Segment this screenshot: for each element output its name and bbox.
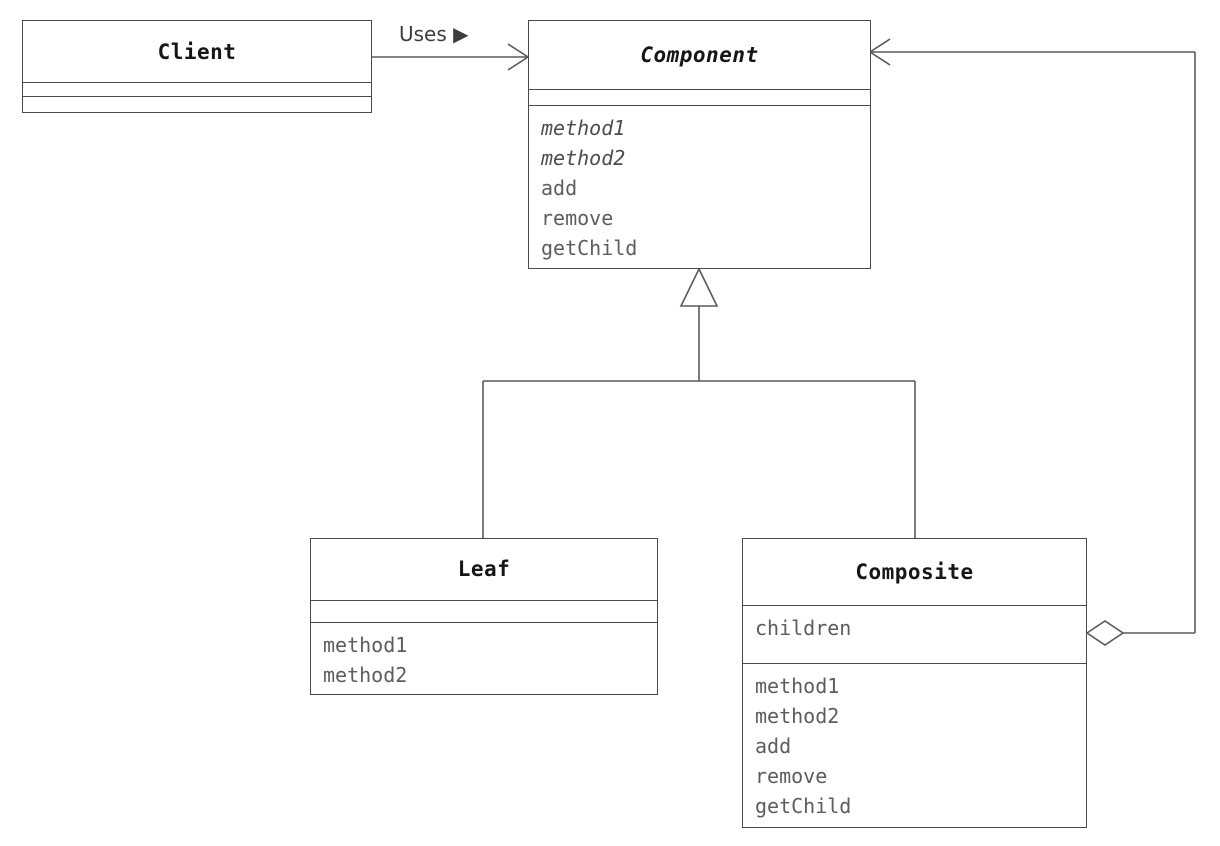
- open-arrowhead-icon: [868, 38, 891, 66]
- class-name-composite: Composite: [855, 560, 974, 584]
- composite-operations-compartment: method1 method2 add remove getChild: [743, 663, 1086, 827]
- composite-attributes-compartment: children: [743, 605, 1086, 663]
- class-box-component[interactable]: Component method1 method2 add remove get…: [528, 20, 871, 269]
- hollow-diamond-icon: [1085, 620, 1125, 646]
- operation-item: remove: [541, 206, 614, 230]
- edge-label-uses: Uses ▶: [399, 22, 469, 46]
- leaf-operations-compartment: method1 method2: [311, 622, 657, 694]
- hollow-triangle-icon: [679, 267, 719, 307]
- class-name-leaf: Leaf: [457, 557, 511, 582]
- edge-generalization-tree[interactable]: [482, 267, 916, 539]
- class-box-composite[interactable]: Composite children method1 method2 add r…: [742, 538, 1087, 828]
- class-name-client: Client: [157, 39, 237, 64]
- component-operations-compartment: method1 method2 add remove getChild: [529, 105, 870, 268]
- leaf-title-compartment: Leaf: [311, 539, 657, 600]
- open-arrowhead-icon: [507, 43, 530, 71]
- operation-item: getChild: [755, 794, 852, 818]
- operation-item: method1: [755, 674, 840, 698]
- composite-title-compartment: Composite: [743, 539, 1086, 605]
- edge-client-uses-component[interactable]: [372, 43, 530, 71]
- class-box-client[interactable]: Client: [22, 20, 372, 113]
- operation-item: add: [541, 176, 578, 200]
- client-operations-compartment: [23, 96, 371, 112]
- operation-item: getChild: [541, 236, 638, 260]
- operation-item: add: [755, 734, 792, 758]
- operation-item: method2: [755, 704, 840, 728]
- class-box-leaf[interactable]: Leaf method1 method2: [310, 538, 658, 695]
- component-attributes-compartment: [529, 89, 870, 105]
- operation-item: method2: [541, 146, 626, 170]
- operation-item: remove: [755, 764, 828, 788]
- component-title-compartment: Component: [529, 21, 870, 89]
- operation-item: method2: [323, 663, 408, 687]
- attribute-item: children: [755, 616, 852, 640]
- client-title-compartment: Client: [23, 21, 371, 82]
- operation-item: method1: [541, 116, 626, 140]
- client-attributes-compartment: [23, 82, 371, 96]
- class-name-component: Component: [640, 43, 759, 67]
- leaf-attributes-compartment: [311, 599, 657, 622]
- operation-item: method1: [323, 633, 408, 657]
